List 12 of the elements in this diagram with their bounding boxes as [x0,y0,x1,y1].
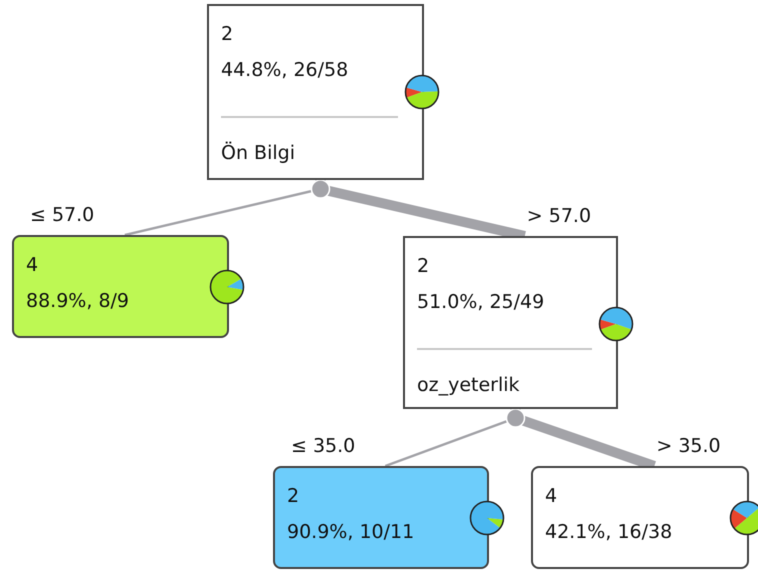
class-share: 90.9%, 10/11 [287,520,414,544]
class-share: 44.8%, 26/58 [221,58,348,82]
class-share: 88.9%, 8/9 [26,289,130,313]
split-attribute: oz_yeterlik [417,373,520,397]
split-attribute: Ön Bilgi [221,141,295,165]
class-label: 2 [287,484,300,508]
class-share: 42.1%, 16/38 [545,520,672,544]
class-label: 4 [26,253,38,277]
class-share: 51.0%, 25/49 [417,290,544,314]
class-label: 4 [545,484,558,508]
class-label: 2 [221,22,234,46]
class-label: 2 [417,254,430,278]
